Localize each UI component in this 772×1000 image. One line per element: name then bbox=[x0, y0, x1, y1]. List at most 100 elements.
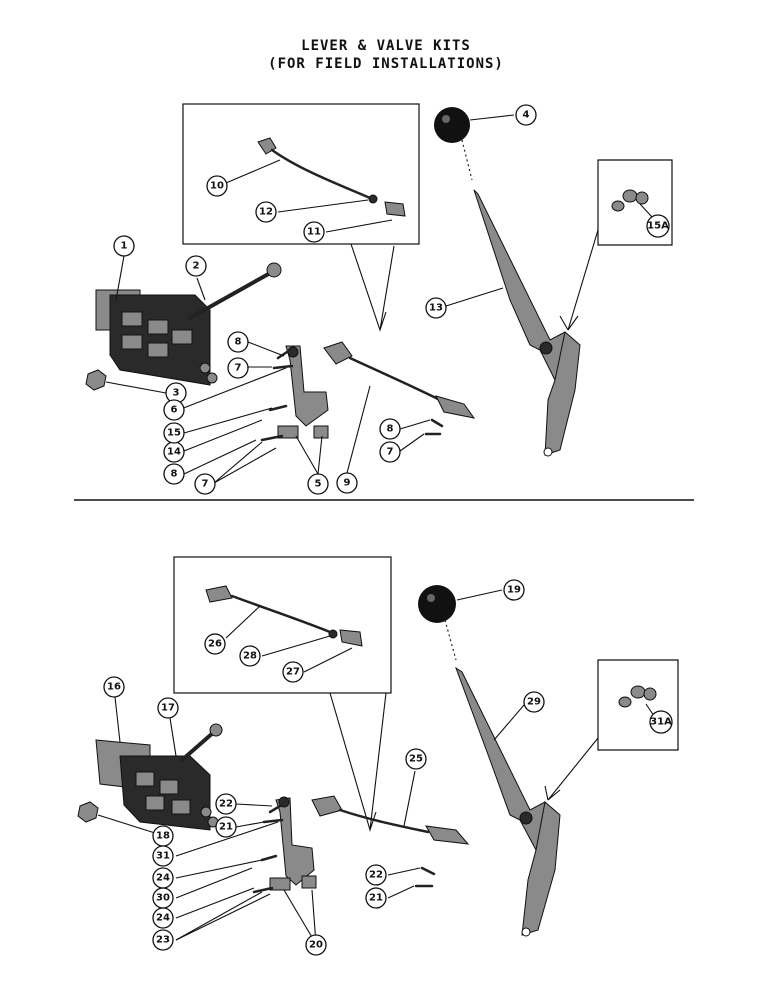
callout-3: 3 bbox=[165, 382, 187, 404]
callout-31a: 31A bbox=[649, 710, 673, 734]
svg-text:4: 4 bbox=[523, 110, 530, 121]
svg-text:8: 8 bbox=[235, 337, 242, 348]
svg-text:7: 7 bbox=[202, 479, 209, 490]
callout-8c: 8 bbox=[379, 418, 401, 440]
svg-text:11: 11 bbox=[307, 227, 321, 238]
svg-text:15A: 15A bbox=[647, 221, 669, 232]
nut-bottom bbox=[77, 801, 99, 823]
inset-box-top bbox=[182, 103, 420, 245]
svg-text:12: 12 bbox=[259, 207, 273, 218]
svg-text:26: 26 bbox=[208, 639, 222, 650]
callout-22b: 22 bbox=[365, 864, 387, 886]
callout-27: 27 bbox=[282, 661, 304, 683]
svg-text:8: 8 bbox=[171, 469, 178, 480]
svg-text:7: 7 bbox=[235, 363, 242, 374]
svg-text:24: 24 bbox=[156, 873, 170, 884]
svg-text:19: 19 bbox=[507, 585, 521, 596]
callout-11: 11 bbox=[303, 221, 325, 243]
callout-24a: 24 bbox=[152, 867, 174, 889]
svg-text:6: 6 bbox=[171, 405, 178, 416]
inset-link-rod-top bbox=[257, 137, 406, 217]
callout-7c: 7 bbox=[379, 441, 401, 463]
inset-arrow-31a bbox=[544, 737, 599, 801]
svg-text:5: 5 bbox=[315, 479, 322, 490]
knob-bottom bbox=[418, 585, 456, 623]
callout-22a: 22 bbox=[215, 793, 237, 815]
title-line-2: (FOR FIELD INSTALLATIONS) bbox=[268, 56, 504, 72]
callout-2: 2 bbox=[185, 255, 207, 277]
svg-text:7: 7 bbox=[387, 447, 394, 458]
svg-text:17: 17 bbox=[161, 703, 175, 714]
svg-text:31: 31 bbox=[156, 851, 170, 862]
svg-text:20: 20 bbox=[309, 940, 323, 951]
callout-14: 14 bbox=[163, 441, 185, 463]
callout-7b: 7 bbox=[194, 473, 216, 495]
svg-text:25: 25 bbox=[409, 754, 423, 765]
link-rod-top bbox=[323, 341, 476, 436]
callout-6: 6 bbox=[163, 399, 185, 421]
nut-top bbox=[85, 369, 107, 391]
spacer-15a bbox=[611, 189, 649, 212]
svg-text:21: 21 bbox=[219, 822, 233, 833]
callout-29: 29 bbox=[523, 691, 545, 713]
callout-13: 13 bbox=[425, 297, 447, 319]
svg-text:29: 29 bbox=[527, 697, 541, 708]
callout-31: 31 bbox=[152, 845, 174, 867]
svg-text:22: 22 bbox=[369, 870, 383, 881]
callout-20: 20 bbox=[305, 934, 327, 956]
callout-21b: 21 bbox=[365, 887, 387, 909]
knob-top bbox=[434, 107, 470, 143]
callout-17: 17 bbox=[157, 697, 179, 719]
callout-28: 28 bbox=[239, 645, 261, 667]
inset-link-rod-bottom bbox=[205, 585, 363, 647]
top-kit bbox=[85, 103, 673, 457]
svg-text:8: 8 bbox=[387, 424, 394, 435]
inset-box-bottom bbox=[173, 556, 392, 694]
hand-lever-top bbox=[473, 189, 581, 457]
callout-9: 9 bbox=[336, 472, 358, 494]
svg-text:31A: 31A bbox=[650, 717, 672, 728]
hand-lever-bottom bbox=[454, 666, 561, 937]
link-rod-bottom bbox=[311, 795, 470, 888]
svg-text:1: 1 bbox=[121, 241, 128, 252]
inset-box-15a bbox=[597, 159, 673, 246]
svg-text:16: 16 bbox=[107, 682, 121, 693]
svg-text:13: 13 bbox=[429, 303, 443, 314]
callout-16: 16 bbox=[103, 676, 125, 698]
callout-21a: 21 bbox=[215, 816, 237, 838]
callout-24b: 24 bbox=[152, 907, 174, 929]
svg-text:23: 23 bbox=[156, 935, 170, 946]
svg-text:10: 10 bbox=[210, 181, 224, 192]
svg-text:18: 18 bbox=[156, 831, 170, 842]
bottom-kit bbox=[77, 556, 679, 937]
svg-text:24: 24 bbox=[156, 913, 170, 924]
callout-15: 15 bbox=[163, 422, 185, 444]
callout-4: 4 bbox=[515, 104, 537, 126]
inset-arrow-15a bbox=[559, 229, 599, 331]
svg-text:9: 9 bbox=[344, 478, 351, 489]
inset-arrow-bottom bbox=[329, 692, 387, 832]
callout-23: 23 bbox=[152, 929, 174, 951]
callout-15a: 15A bbox=[646, 214, 670, 238]
svg-text:21: 21 bbox=[369, 893, 383, 904]
callout-1: 1 bbox=[113, 235, 135, 257]
svg-text:15: 15 bbox=[167, 428, 181, 439]
bolt-bottom bbox=[180, 730, 216, 762]
title-line-1: LEVER & VALVE KITS bbox=[301, 38, 471, 54]
inset-box-31a bbox=[597, 659, 679, 751]
callout-12: 12 bbox=[255, 201, 277, 223]
callout-18: 18 bbox=[152, 825, 174, 847]
callout-8b: 8 bbox=[163, 463, 185, 485]
callout-30: 30 bbox=[152, 887, 174, 909]
inset-arrow-top bbox=[350, 243, 395, 332]
lever-bracket-bottom bbox=[252, 796, 317, 894]
callout-19: 19 bbox=[503, 579, 525, 601]
callout-26: 26 bbox=[204, 633, 226, 655]
svg-text:2: 2 bbox=[193, 261, 200, 272]
callout-25: 25 bbox=[405, 748, 427, 770]
valve-body-bottom bbox=[95, 739, 219, 831]
callout-10: 10 bbox=[206, 175, 228, 197]
svg-text:28: 28 bbox=[243, 651, 257, 662]
spacer-31a bbox=[618, 685, 657, 708]
callout-7a: 7 bbox=[227, 357, 249, 379]
